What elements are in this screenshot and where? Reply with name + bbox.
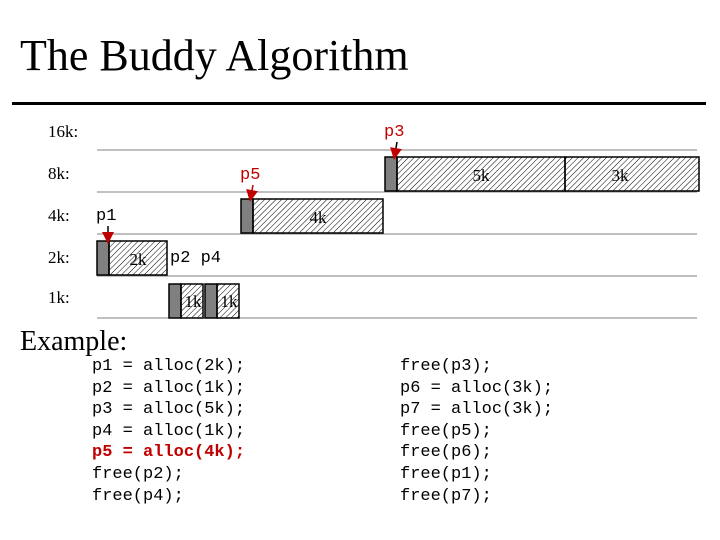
right-line: p6 = alloc(3k); [400, 378, 554, 398]
pointer-label-p3: p3 [384, 123, 404, 142]
block-header-p1 [96, 240, 110, 276]
block-header-p5 [240, 198, 254, 234]
right-line: free(p5); [400, 421, 492, 441]
right-line: free(p3); [400, 357, 492, 376]
level-label-1k: 1k: [48, 288, 70, 307]
pointer-arrow-p5 [246, 184, 258, 202]
left-line: free(p4); [92, 486, 184, 506]
block-label-1k-b: 1k [221, 292, 239, 311]
level-label-16k: 16k: [48, 122, 78, 141]
block-label-1k-a: 1k [185, 292, 203, 311]
block-3k [564, 156, 700, 192]
code-right: free(p3);p6 = alloc(3k);p7 = alloc(3k);f… [400, 356, 553, 507]
block-p2-1k [180, 283, 204, 319]
pointer-arrow-p3 [390, 141, 402, 160]
block-p3-5k [396, 156, 566, 192]
left-line: p2 = alloc(1k); [92, 378, 246, 398]
buddy-diagram: 16k: 8k: 4k: 2k: 1k: 5k 3k 4k 2k 1k 1k p… [48, 122, 700, 319]
block-p1-2k [108, 240, 168, 276]
right-line: free(p6); [400, 443, 492, 463]
left-line: free(p2); [92, 464, 184, 484]
left-line: p4 = alloc(1k); [92, 421, 246, 441]
block-header-p4 [204, 283, 218, 319]
example-label: Example: [20, 326, 128, 357]
code-left: p1 = alloc(2k); p2 = alloc(1k);p3 = alloc… [92, 356, 245, 507]
left-line: p5 = alloc(4k); [92, 443, 246, 463]
right-line: free(p7); [400, 486, 492, 506]
right-line: p7 = alloc(3k); [400, 400, 554, 420]
level-label-2k: 2k: [48, 248, 70, 267]
page-title: The Buddy Algorithm [20, 31, 409, 80]
title-rule [12, 102, 706, 105]
block-header-p3 [384, 156, 398, 192]
level-label-8k: 8k: [48, 164, 70, 183]
block-label-2k: 2k [130, 250, 148, 269]
left-line: p3 = alloc(5k); [92, 400, 246, 420]
left-line: p1 = alloc(2k); [92, 357, 246, 376]
block-p5-4k [252, 198, 384, 234]
pointer-label-p1: p1 [96, 207, 116, 226]
block-label-3k: 3k [612, 166, 630, 185]
block-label-5k: 5k [473, 166, 491, 185]
block-p4-1k [216, 283, 240, 319]
block-header-p2 [168, 283, 182, 319]
block-label-4k: 4k [310, 208, 328, 227]
level-label-4k: 4k: [48, 206, 70, 225]
right-line: free(p1); [400, 464, 492, 484]
pointer-label-p2-p4: p2 p4 [170, 249, 221, 268]
pointer-label-p5: p5 [240, 166, 260, 185]
